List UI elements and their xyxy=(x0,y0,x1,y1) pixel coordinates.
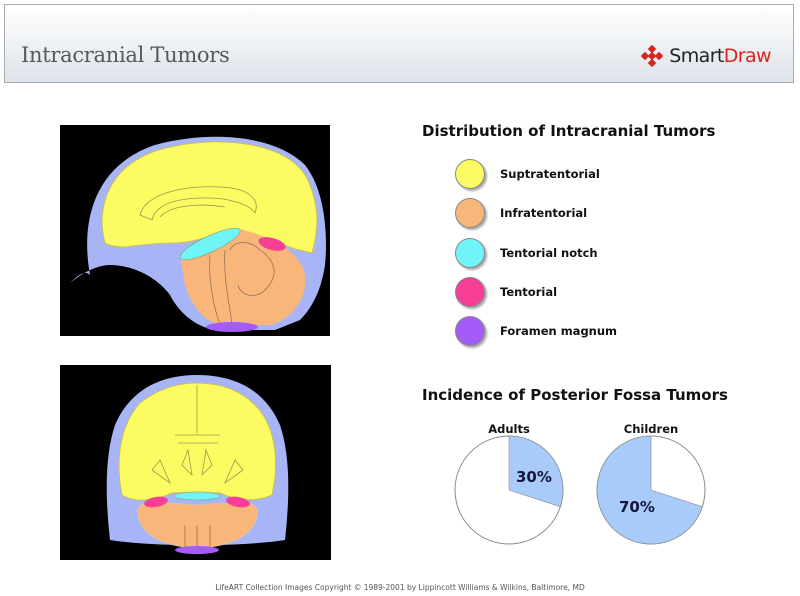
pie-label-children: Children xyxy=(623,422,679,436)
legend-item-infratentorial: Infratentorial xyxy=(455,197,587,229)
smartdraw-logo: SmartDraw xyxy=(641,43,772,69)
pie-value-children: 70% xyxy=(619,498,655,516)
pink-circle-icon xyxy=(455,277,485,307)
header-banner: Intracranial Tumors SmartDraw xyxy=(4,4,794,83)
pie-label-adults: Adults xyxy=(488,422,530,436)
smartdraw-diamond-logo-icon xyxy=(641,45,664,67)
sagittal-brain-illustration xyxy=(60,125,330,336)
pie-chart-adults: 30% xyxy=(454,435,564,545)
pie-chart-children: 70% xyxy=(596,435,706,545)
yellow-circle-icon xyxy=(455,159,485,189)
legend-label: Tentorial xyxy=(500,285,558,299)
legend-label: Suptratentorial xyxy=(500,167,600,181)
distribution-title: Distribution of Intracranial Tumors xyxy=(422,122,716,140)
page-title: Intracranial Tumors xyxy=(21,43,230,67)
incidence-title: Incidence of Posterior Fossa Tumors xyxy=(422,386,728,404)
legend-label: Infratentorial xyxy=(500,206,588,220)
coronal-brain-illustration xyxy=(60,365,331,560)
logo-text-smart: Smart xyxy=(669,45,724,67)
cyan-circle-icon xyxy=(455,238,485,268)
copyright-footer: LifeART Collection Images Copyright © 19… xyxy=(215,583,585,592)
legend-label: Foramen magnum xyxy=(500,324,618,338)
legend-item-supratentorial: Suptratentorial xyxy=(455,158,600,190)
legend-item-foramen-magnum: Foramen magnum xyxy=(455,315,617,347)
legend-item-tentorial-notch: Tentorial notch xyxy=(455,237,598,269)
logo-text-draw: Draw xyxy=(723,45,772,67)
purple-circle-icon xyxy=(455,316,485,346)
coronal-brain-svg xyxy=(106,375,289,554)
orange-circle-icon xyxy=(455,198,485,228)
sagittal-brain-svg xyxy=(70,136,326,332)
legend-label: Tentorial notch xyxy=(500,246,598,260)
legend-item-tentorial: Tentorial xyxy=(455,276,557,308)
pie-value-adults: 30% xyxy=(516,468,552,486)
